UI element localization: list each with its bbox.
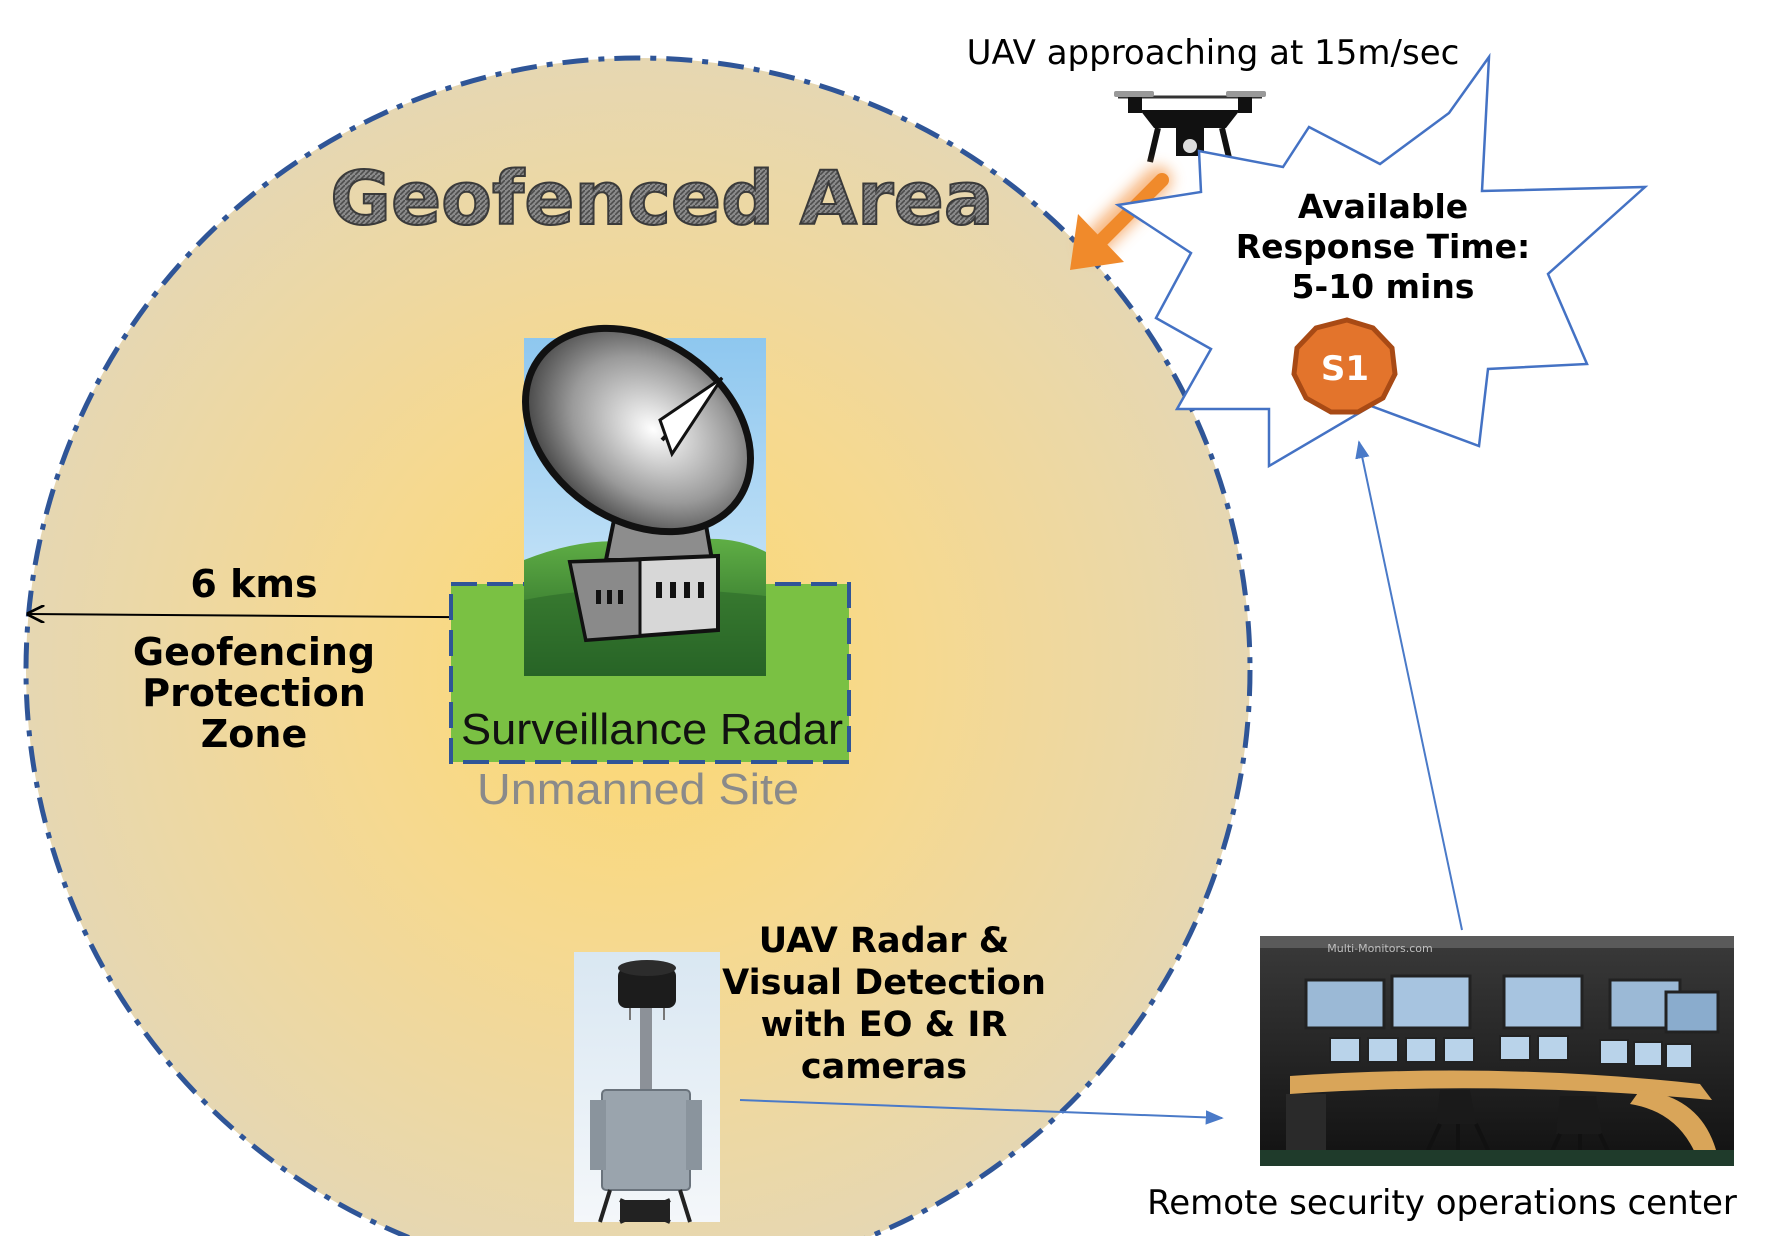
drone-icon [1114,91,1266,163]
detection-line-4: cameras [801,1047,967,1087]
s1-badge [1291,317,1398,415]
detection-tower-photo [574,952,720,1224]
radar-site-subtitle: Unmanned Site [477,765,799,814]
detection-line-3: with EO & IR [761,1005,1008,1045]
response-line-3: 5-10 mins [1292,267,1475,306]
center-to-response-arrow [1355,440,1463,931]
geofence-boundary [23,55,1253,1241]
zone-label-line-3: Zone [201,712,308,756]
detection-line-1: UAV Radar & [759,921,1010,961]
tower-to-center-arrow [739,1099,1224,1125]
radar-dish-illustration [522,324,766,676]
s1-badge-label: S1 [1321,349,1369,389]
geofence-title: Geofenced Area [330,156,994,242]
control-room-banner: Multi-Monitors.com [1327,942,1432,955]
radius-distance-label: 6 kms [190,562,317,606]
response-line-1: Available [1298,187,1468,226]
control-room-caption: Remote security operations center [1147,1183,1737,1223]
detection-line-2: Visual Detection [722,963,1046,1003]
uav-approach-label: UAV approaching at 15m/sec [967,33,1460,73]
radar-site-name: Surveillance Radar [461,705,843,754]
zone-label-line-2: Protection [142,671,366,715]
zone-label-line-1: Geofencing [133,630,375,674]
response-line-2: Response Time: [1236,227,1531,266]
response-time-starburst [1114,52,1649,469]
control-room-photo: Multi-Monitors.com [1260,936,1734,1166]
